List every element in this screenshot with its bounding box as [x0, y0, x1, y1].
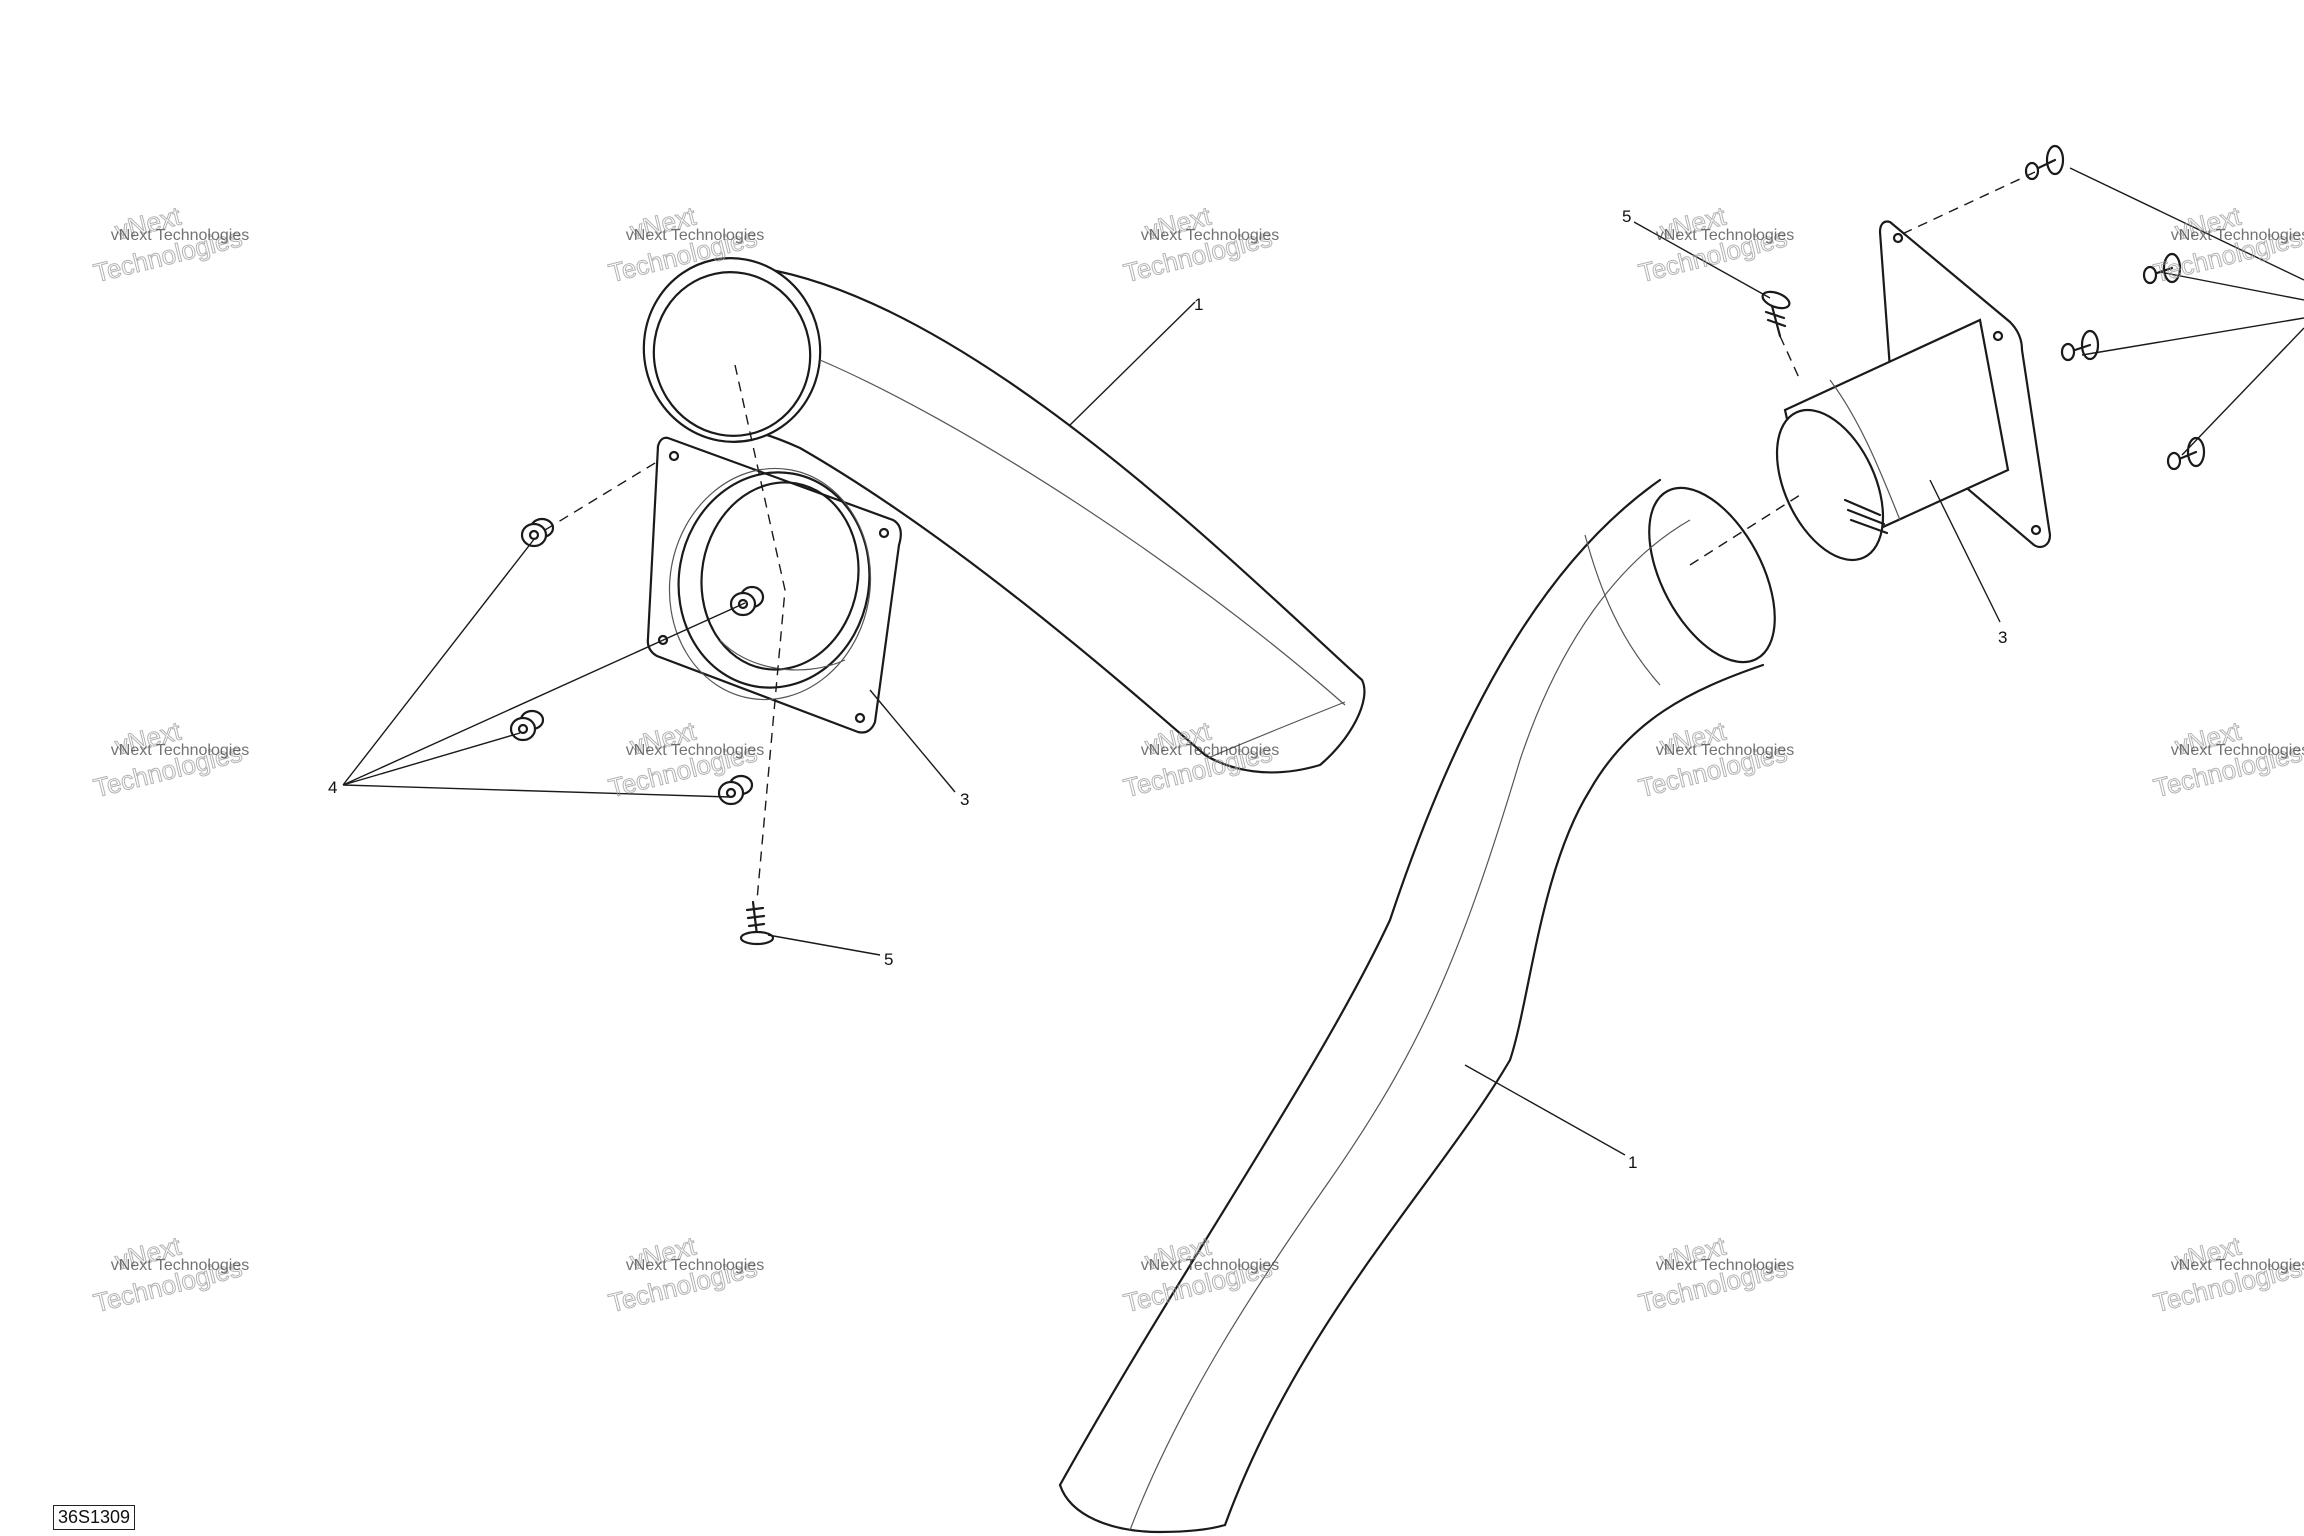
left-hose: [642, 257, 1366, 774]
leader-right-hose: [1464, 1064, 1626, 1156]
left-fastener-lower: [509, 709, 545, 742]
watermark-text: vNext Technologies: [2171, 1257, 2304, 1274]
leader-left-screw: [767, 934, 881, 956]
right-assembly: 1 3 5: [1058, 144, 2304, 1534]
left-fastener-bottom: [717, 774, 754, 806]
leaders-right-pins: [2069, 167, 2304, 456]
left-adaptor: [646, 436, 902, 734]
diagram-reference-number: 36S1309: [53, 1505, 136, 1530]
left-axis-top: [544, 459, 661, 531]
right-axis-top: [1899, 171, 2036, 236]
watermark-text: vNext Technologies: [111, 742, 249, 759]
watermark-text: vNext Technologies: [626, 227, 764, 244]
watermark-text: vNext Technologies: [111, 227, 249, 244]
right-screw: [1761, 290, 1791, 338]
left-screw: [739, 900, 775, 946]
watermark-text: vNext Technologies: [2171, 227, 2304, 244]
callout-right-adaptor: 3: [1998, 628, 2007, 647]
watermark-text: vNext Technologies: [1141, 742, 1279, 759]
watermark-text: vNext Technologies: [1141, 227, 1279, 244]
leader-left-adaptor: [869, 689, 956, 793]
leader-right-adaptor: [1929, 479, 2001, 623]
watermark-text: vNext Technologies: [1656, 1257, 1794, 1274]
callout-left-adaptor: 3: [960, 790, 969, 809]
leader-right-screw: [1633, 221, 1771, 299]
right-adaptor: [1775, 220, 2052, 562]
watermark-text: vNext Technologies: [1656, 742, 1794, 759]
right-pin-3: [2060, 329, 2100, 362]
watermark-text: vNext Technologies: [2171, 742, 2304, 759]
watermark-text: vNext Technologies: [626, 742, 764, 759]
left-assembly: 1 3 4 5: [328, 257, 1366, 969]
callout-right-hose: 1: [1628, 1153, 1637, 1172]
leaders-left-fasteners: [342, 537, 746, 798]
left-fastener-top: [520, 517, 555, 548]
callout-left-screw: 5: [884, 950, 893, 969]
watermark-text: vNext Technologies: [111, 1257, 249, 1274]
right-axis-hose: [1689, 494, 1801, 566]
right-axis-screw: [1779, 335, 1801, 381]
right-pin-bottom: [2166, 436, 2206, 471]
callout-left-fasteners: 4: [328, 778, 337, 797]
watermark-text: vNext Technologies: [1141, 1257, 1279, 1274]
leader-left-hose: [1069, 301, 1196, 426]
watermark-text: vNext Technologies: [626, 1257, 764, 1274]
left-axis-vertical: [734, 364, 786, 901]
right-hose: [1058, 478, 1776, 1534]
watermark-text: vNext Technologies: [1656, 227, 1794, 244]
callout-right-screw: 5: [1622, 207, 1631, 226]
callout-left-hose: 1: [1194, 295, 1203, 314]
right-pin-top: [2024, 144, 2065, 181]
